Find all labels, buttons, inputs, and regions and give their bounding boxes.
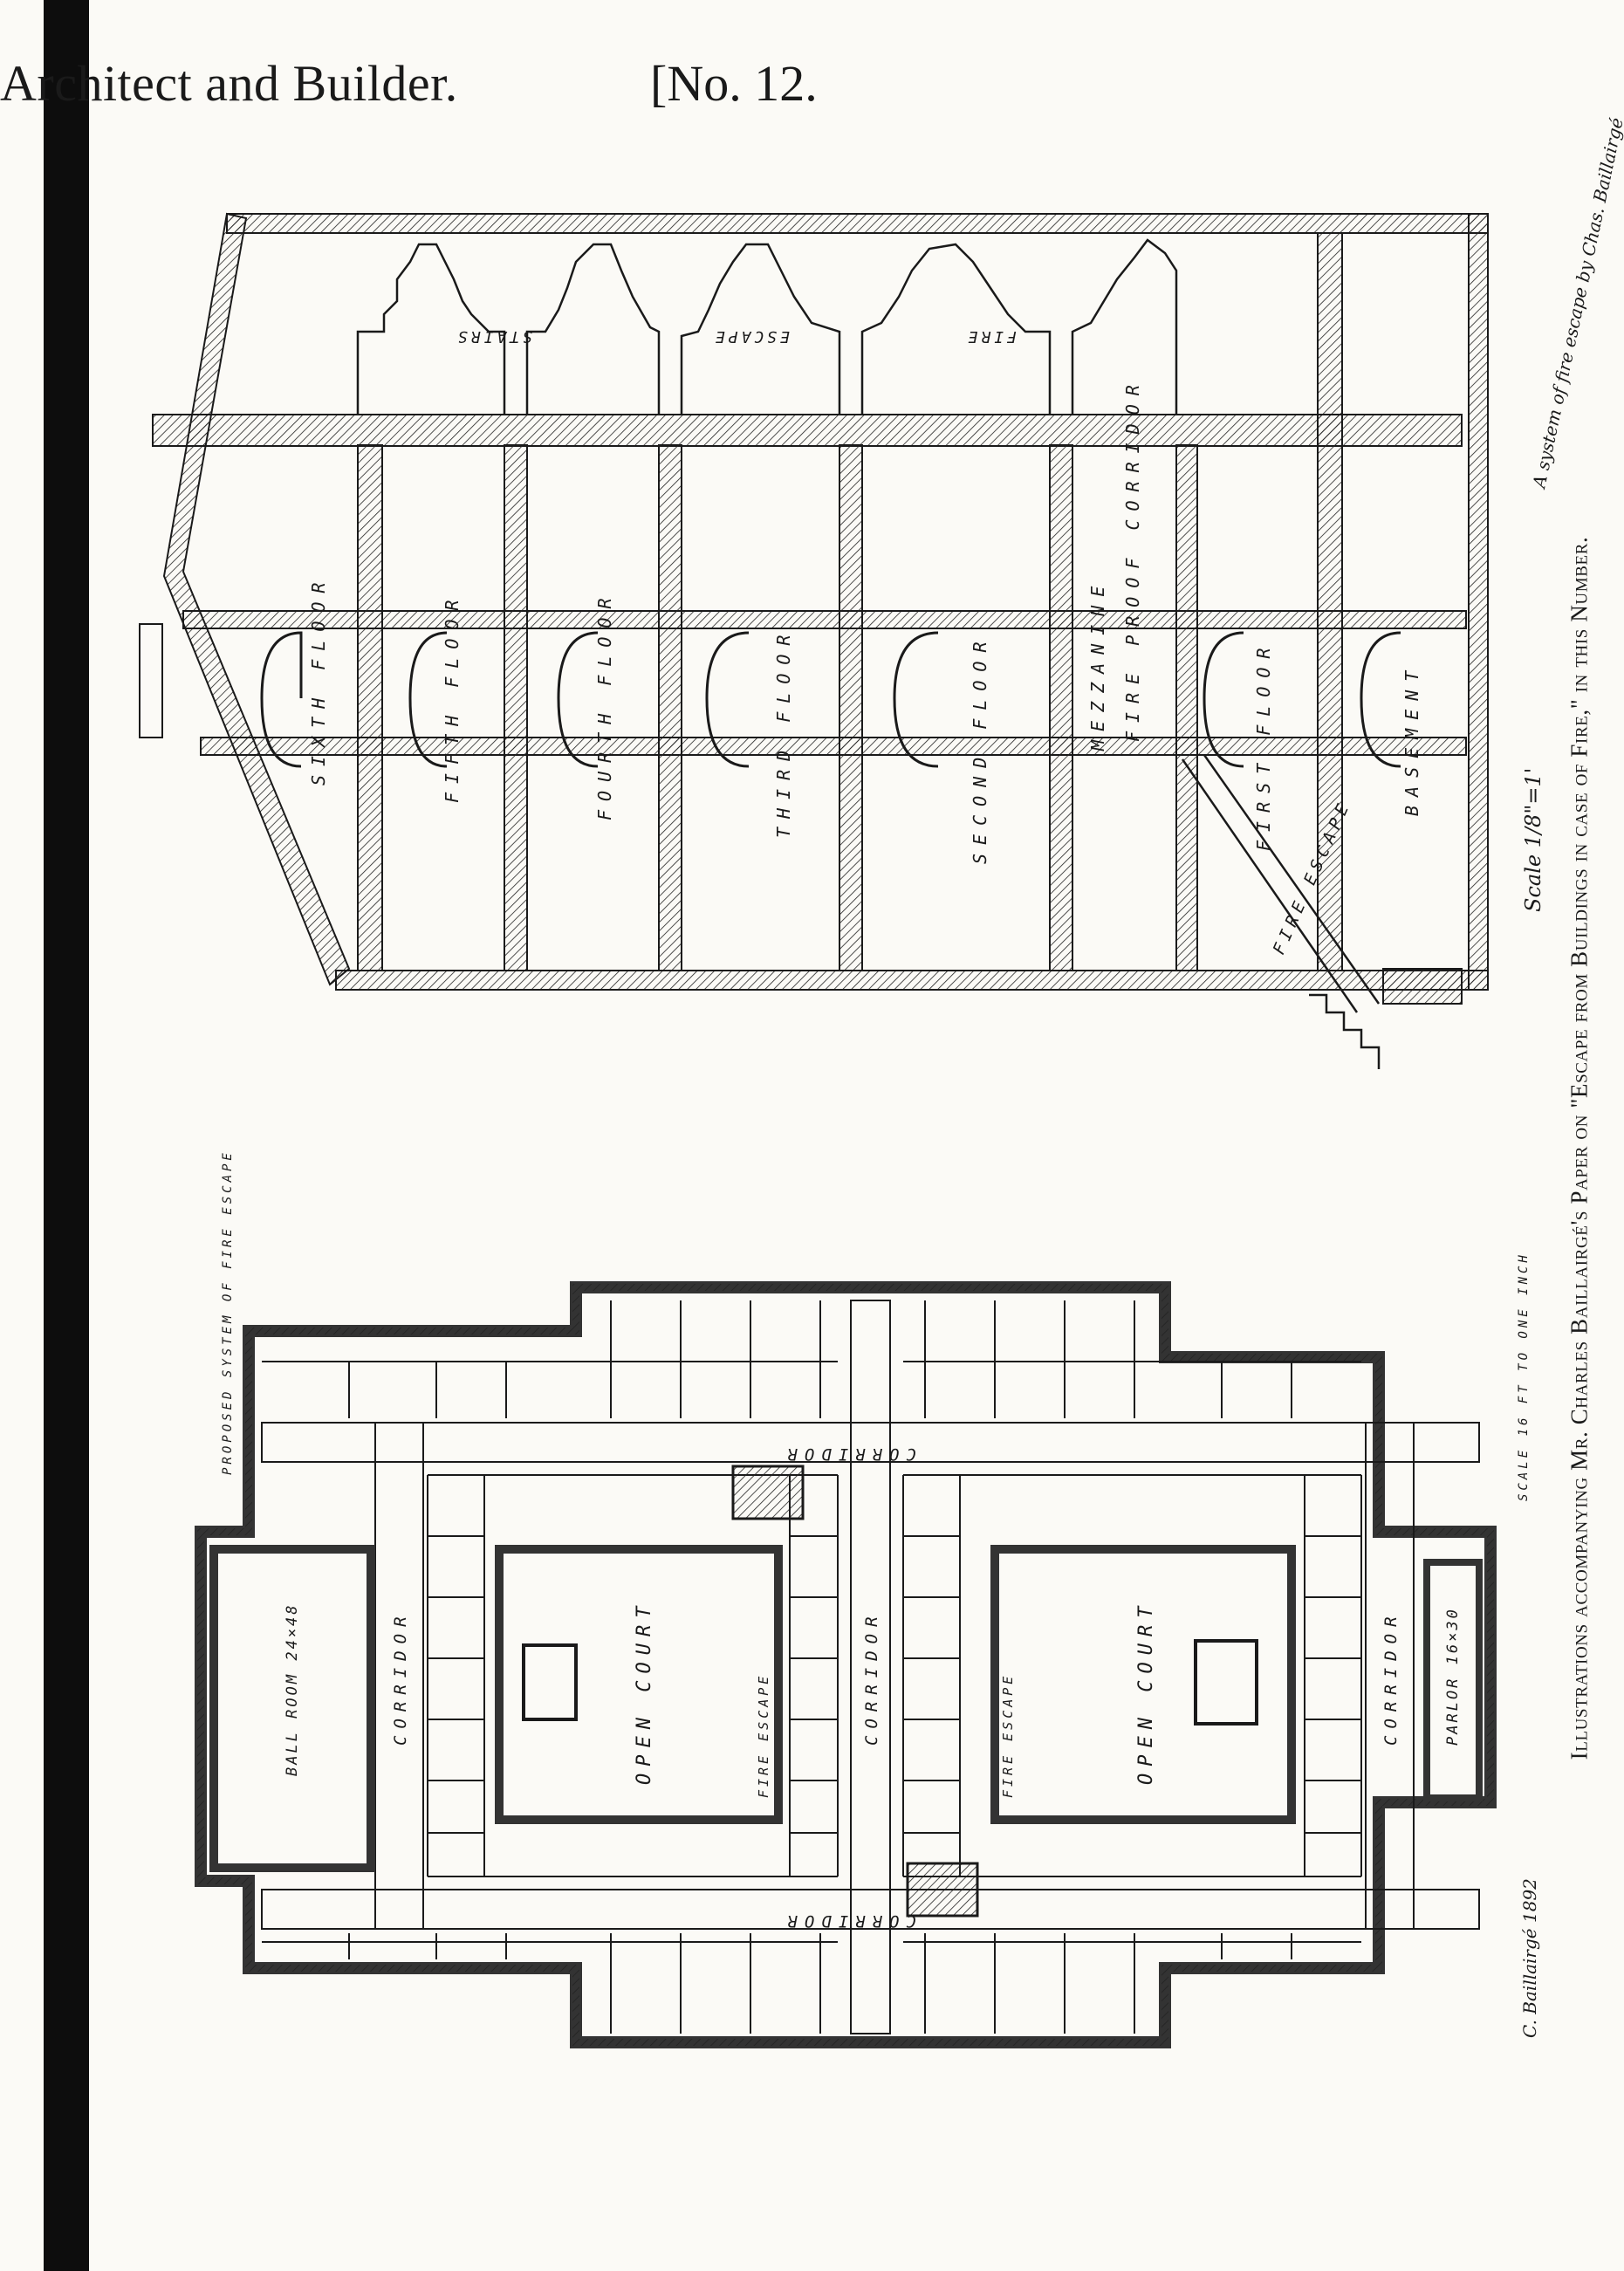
plan-signature-note: C. Baillairgé 1892: [1519, 1878, 1540, 2038]
page-binding-edge: [44, 0, 89, 2271]
label-ball-room: BALL ROOM 24×48: [284, 1602, 301, 1776]
journal-title: Architect and Builder.: [0, 55, 458, 112]
label-open-court-right: OPEN COURT: [1135, 1600, 1157, 1785]
label-corridor-left: CORRIDOR: [391, 1609, 410, 1746]
label-corridor-center: CORRIDOR: [862, 1609, 881, 1746]
label-proposed-system: PROPOSED SYSTEM OF FIRE ESCAPE: [221, 1149, 235, 1475]
label-parlor: PARLOR 16×30: [1444, 1607, 1462, 1746]
label-fire: FIRE: [965, 327, 1017, 346]
label-third-floor: THIRD FLOOR: [773, 627, 794, 838]
label-fire-escape-right: FIRE ESCAPE: [1000, 1673, 1016, 1798]
label-second-floor: SECOND FLOOR: [970, 634, 990, 865]
label-fire-proof-corridor: FIRE PROOF CORRIDOR: [1122, 376, 1143, 742]
label-escape: ESCAPE: [712, 327, 790, 346]
scale-note: Scale 1/8"=1': [1521, 768, 1545, 912]
issue-number: [No. 12.: [650, 55, 818, 112]
floor-plan: [195, 1281, 1497, 2048]
label-fifth-floor: FIFTH FLOOR: [442, 592, 463, 803]
label-fire-escape-left: FIRE ESCAPE: [756, 1673, 771, 1798]
label-fourth-floor: FOURTH FLOOR: [594, 590, 615, 821]
label-stairs: STAIRS: [455, 327, 532, 346]
illustration-caption: Illustrations accompanying Mr. Charles B…: [1566, 536, 1593, 1760]
label-basement: BASEMENT: [1401, 662, 1422, 816]
label-sixth-floor: SIXTH FLOOR: [308, 574, 329, 786]
building-section: [139, 212, 1489, 1069]
label-corridor-top: CORRIDOR: [780, 1444, 916, 1464]
label-open-court-left: OPEN COURT: [634, 1600, 655, 1785]
label-plan-scale: SCALE 16 FT TO ONE INCH: [1517, 1252, 1531, 1501]
label-corridor-bottom: CORRIDOR: [780, 1911, 916, 1931]
label-corridor-right: CORRIDOR: [1381, 1609, 1401, 1746]
label-mezzanine: MEZZANINE: [1087, 578, 1108, 751]
label-first-floor: FIRST FLOOR: [1253, 640, 1274, 851]
